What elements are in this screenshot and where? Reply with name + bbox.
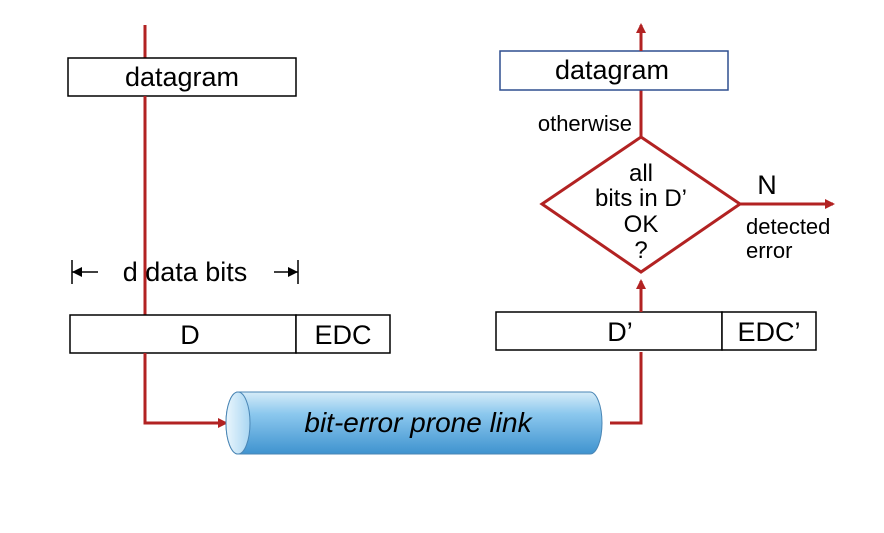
receiver-datagram-box: datagram: [499, 50, 729, 91]
sender-datagram-label: datagram: [125, 62, 239, 92]
receiver-datagram-label: datagram: [555, 55, 669, 85]
d-label: D: [180, 320, 200, 350]
data-bits-dimension: d data bits: [71, 257, 299, 287]
decision-line-2: bits in D’: [595, 185, 687, 212]
edc-prime-field: [721, 311, 817, 351]
d-prime-field: [495, 311, 723, 351]
edc-field: [295, 314, 391, 354]
sender-datagram-box: datagram: [67, 57, 297, 97]
link-to-receiver-line: [610, 352, 643, 425]
decision-line-4: ?: [634, 237, 647, 264]
link-label: bit-error prone link: [304, 407, 533, 438]
sender-frame: D EDC: [69, 314, 391, 354]
detected-error-line-1: detected: [746, 214, 830, 239]
receiver-frame: D’ EDC’: [495, 311, 817, 351]
decision-line-3: OK: [624, 211, 659, 238]
d-prime-label: D’: [607, 317, 633, 347]
detected-error-line-2: error: [746, 238, 792, 263]
otherwise-label: otherwise: [538, 111, 632, 136]
sender-to-link-arrow: [143, 353, 228, 428]
decision-line-1: all: [629, 160, 653, 187]
decision-diamond: all bits in D’ OK ?: [539, 135, 743, 274]
edc-label: EDC: [314, 320, 371, 350]
no-label: N: [757, 170, 777, 200]
data-bits-label: d data bits: [123, 257, 248, 287]
edc-prime-label: EDC’: [737, 317, 800, 347]
bit-error-link: bit-error prone link: [225, 391, 603, 455]
